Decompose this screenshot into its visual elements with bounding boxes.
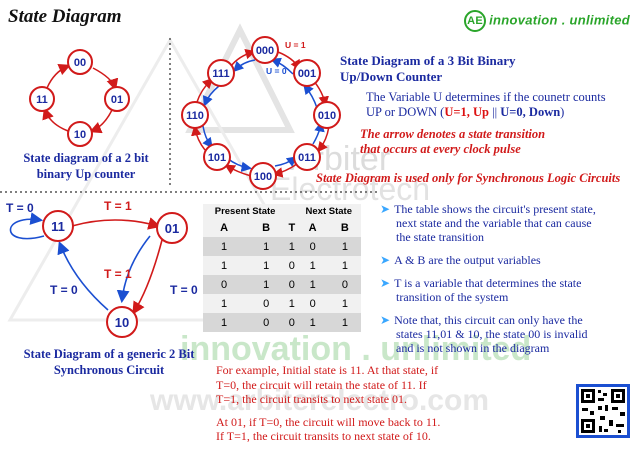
state-node-11: 11 [42, 210, 74, 242]
state-node-101: 101 [203, 143, 231, 171]
two-bit-up-caption: State diagram of a 2 bit binary Up count… [6, 150, 166, 182]
list-item: ➤T is a variable that determines the sta… [380, 276, 582, 304]
three-bit-diagram: 000 001 010 011 100 101 110 111 U = 1 U … [181, 36, 341, 190]
example-text: For example, Initial state is 11. At tha… [216, 363, 516, 444]
svg-text:100: 100 [254, 171, 272, 183]
three-bit-heading: State Diagram of a 3 Bit Binary Up/Down … [340, 53, 515, 85]
state-node-000: 000 [251, 36, 279, 64]
state-node-110: 110 [181, 101, 209, 129]
state-node-011: 011 [293, 143, 321, 171]
svg-text:001: 001 [298, 68, 316, 80]
heading-line: State Diagram of a 3 Bit Binary [340, 53, 516, 68]
heading-line: Up/Down Counter [340, 69, 443, 84]
arrow-bullet-icon: ➤ [380, 202, 391, 216]
watermark-text-3: innovation . unlimited [180, 330, 531, 368]
watermark-text-2: Electrotech [270, 171, 430, 207]
state-node-111: 111 [207, 59, 235, 87]
svg-text:111: 111 [212, 68, 229, 80]
svg-text:101: 101 [208, 152, 226, 164]
header-next-state: Next State [305, 205, 352, 217]
generic-diagram: 11 01 10 T = 0 T = 1 T = 1 T = 0 T = 0 [6, 199, 198, 338]
svg-text:01: 01 [111, 94, 123, 106]
label-u1: U = 1 [285, 40, 306, 50]
arrow-bullet-icon: ➤ [380, 253, 391, 267]
caption-line: Synchronous Circuit [53, 363, 165, 377]
state-node-10: 10 [67, 121, 93, 147]
label-t1-top: T = 1 [104, 199, 132, 213]
col-t: T [288, 221, 296, 234]
qr-code-icon [576, 384, 630, 438]
state-node-010: 010 [313, 101, 341, 129]
col-a: A [220, 221, 229, 234]
arrow-bullet-icon: ➤ [380, 276, 391, 290]
svg-text:110: 110 [186, 110, 204, 122]
svg-text:000: 000 [256, 45, 274, 57]
svg-text:011: 011 [298, 152, 316, 164]
svg-text:00: 00 [74, 57, 86, 69]
state-node-01: 01 [104, 86, 130, 112]
example-line: T=1, the circuit transits to next state … [216, 392, 408, 406]
watermark-text-4: www.arbiterelectro.com [149, 384, 489, 417]
svg-text:10: 10 [74, 129, 86, 141]
brand-name: innovation . unlimited [489, 12, 630, 28]
list-item: ➤A & B are the output variables [380, 253, 541, 267]
example-line: If T=1, the circuit transits to next sta… [216, 429, 431, 443]
label-t0-left: T = 0 [50, 283, 78, 297]
notes-list: ➤The table shows the circuit's present s… [380, 202, 632, 355]
state-node-00: 00 [67, 49, 93, 75]
caption-line: binary Up counter [36, 167, 136, 181]
page-title: State Diagram [8, 6, 122, 27]
svg-text:10: 10 [115, 315, 129, 330]
label-t0-self: T = 0 [6, 201, 34, 215]
label-t0-right: T = 0 [170, 283, 198, 297]
example-line: For example, Initial state is 11. At tha… [216, 363, 439, 377]
col-next-b: B [340, 221, 349, 234]
svg-text:01: 01 [165, 221, 179, 236]
header-present-state: Present State [214, 205, 276, 217]
svg-text:010: 010 [318, 110, 336, 122]
state-node-100: 100 [249, 162, 277, 190]
arrow-bullet-icon: ➤ [380, 313, 391, 327]
col-next-a: A [308, 221, 317, 234]
state-node-10: 10 [106, 306, 138, 338]
example-line: At 01, if T=0, the circuit will move bac… [216, 414, 441, 429]
note-line: that occurs at every clock pulse [360, 142, 521, 156]
note-line: The arrow denotes a state transition [360, 127, 546, 141]
state-node-11: 11 [29, 86, 55, 112]
col-b: B [262, 221, 271, 234]
caption-line: State diagram of a 2 bit [23, 151, 149, 165]
desc-line: The Variable U determines if the counetr… [366, 90, 606, 104]
caption-line: State Diagram of a generic 2 Bit [23, 347, 195, 361]
state-node-01: 01 [156, 212, 188, 244]
svg-text:11: 11 [36, 94, 48, 106]
sync-note: State Diagram is used only for Synchrono… [316, 171, 621, 185]
generic-caption: State Diagram of a generic 2 Bit Synchro… [4, 346, 214, 378]
label-u0: U = 0 [266, 66, 287, 76]
arrow-note: The arrow denotes a state transition tha… [360, 127, 545, 157]
desc-line: UP or DOWN (U=1, Up || U=0, Down) [366, 105, 565, 119]
label-t1-mid: T = 1 [104, 267, 132, 281]
two-bit-up-diagram: 00 01 10 11 [29, 49, 130, 147]
svg-text:11: 11 [51, 219, 65, 234]
ae-logo-icon: AE [464, 10, 487, 32]
list-item: ➤The table shows the circuit's present s… [380, 202, 596, 244]
u-variable-description: The Variable U determines if the counetr… [366, 90, 631, 120]
state-node-001: 001 [293, 59, 321, 87]
example-line: T=0, the circuit will retain the state o… [216, 377, 427, 392]
list-item: ➤Note that, this circuit can only have t… [380, 313, 588, 355]
